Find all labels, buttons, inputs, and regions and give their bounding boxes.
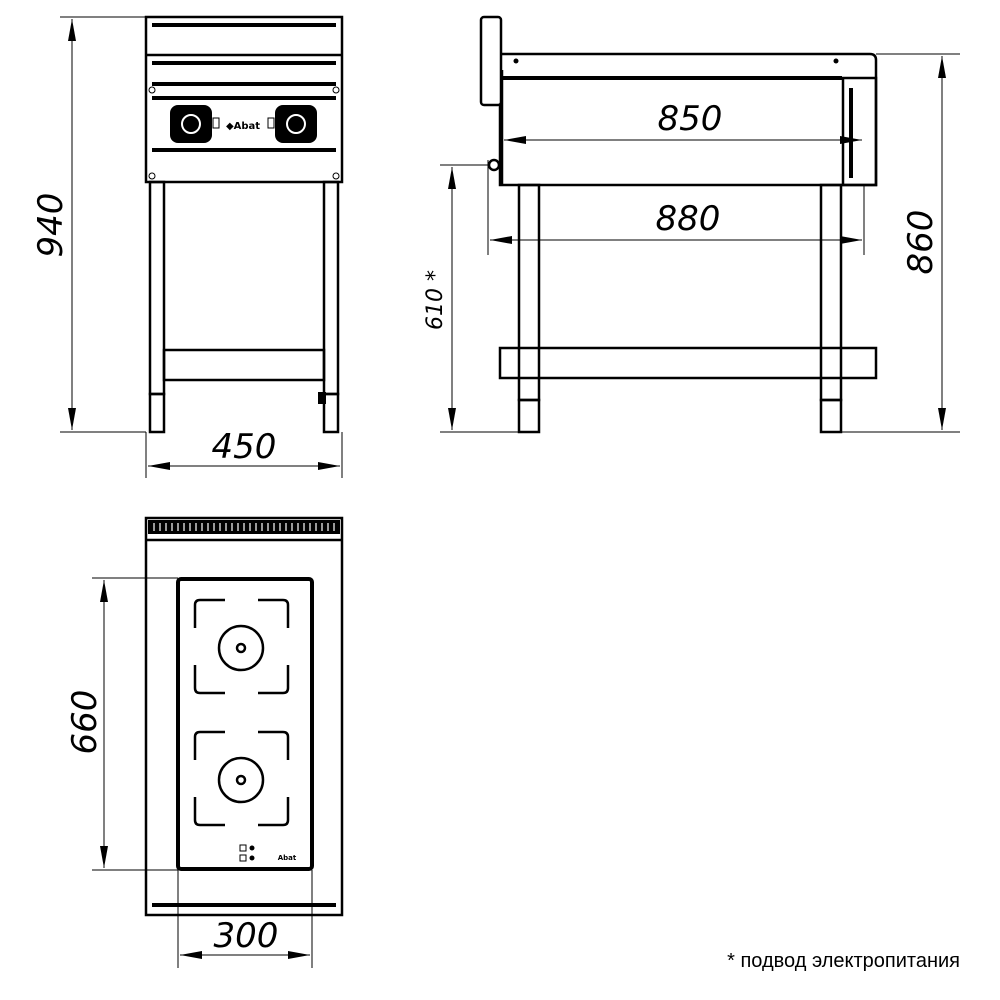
dimension-880: 880 (487, 160, 865, 255)
dimension-860: 860 (842, 53, 960, 433)
control-knob-right (275, 105, 317, 143)
control-knob-left (170, 105, 212, 143)
dim-label-450: 450 (212, 427, 277, 467)
dimension-940: 940 (31, 16, 146, 433)
dim-label-860: 860 (901, 210, 941, 275)
front-leg-right (322, 180, 340, 396)
dimension-610: 610 * (423, 164, 520, 433)
dim-label-940: 940 (31, 193, 71, 258)
top-view: Abat (144, 516, 344, 917)
burner-1 (193, 598, 290, 695)
dimension-660: 660 (65, 577, 178, 871)
logo-small: Abat (278, 854, 297, 862)
dimension-450: 450 (145, 427, 343, 478)
glass-ceramic-panel (176, 577, 314, 871)
power-connection (487, 158, 501, 172)
front-view: ◆Abat (144, 15, 344, 434)
dim-label-880: 880 (656, 199, 721, 239)
logo: ◆Abat (226, 121, 260, 132)
side-leg-right (819, 183, 843, 402)
dimension-300: 300 (177, 870, 313, 968)
side-view (479, 15, 878, 434)
dim-label-300: 300 (214, 916, 279, 956)
dimension-850: 850 (504, 99, 862, 144)
footnote: * подвод электропитания (727, 950, 960, 972)
dim-label-610: 610 * (423, 270, 448, 330)
dim-label-660: 660 (65, 690, 105, 755)
touch-controls (239, 844, 255, 862)
front-leg-left (148, 180, 166, 396)
side-leg-left (517, 183, 541, 402)
burner-2 (193, 730, 290, 827)
dim-label-850: 850 (658, 99, 723, 139)
